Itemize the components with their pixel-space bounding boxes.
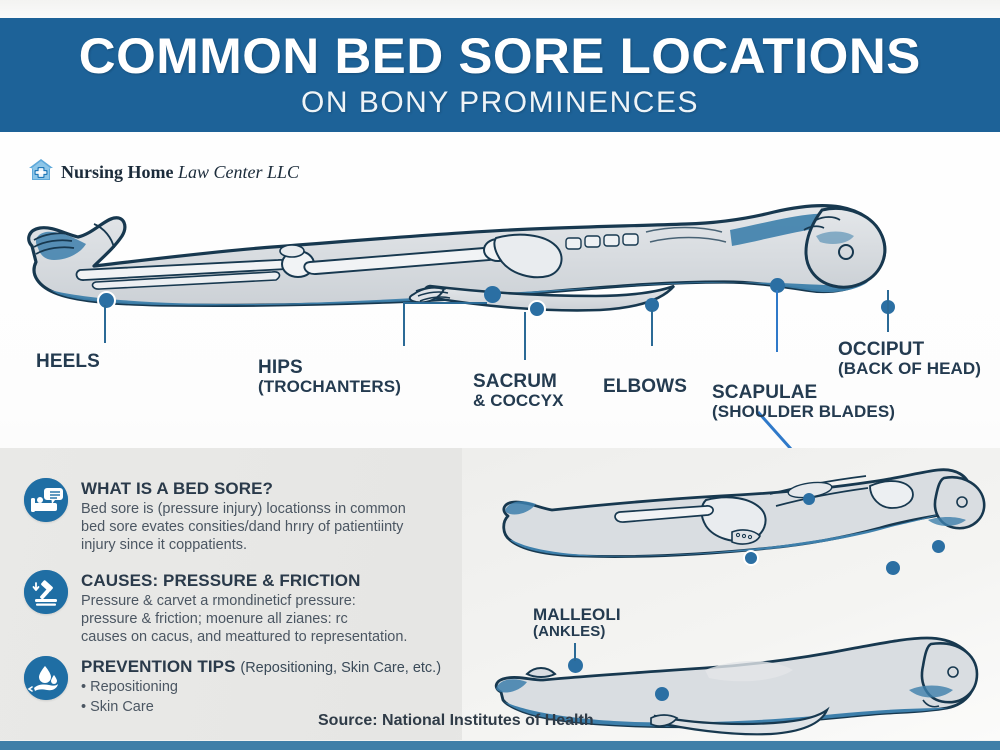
- top-edge: [0, 0, 1000, 18]
- page-title: COMMON BED SORE LOCATIONS: [79, 27, 921, 84]
- info-body: CAUSES: PRESSURE & FRICTION Pressure & c…: [81, 570, 407, 646]
- info-block-what-is-a-bed-sore: WHAT IS A BED SORE? Bed sore is (pressur…: [24, 478, 406, 554]
- info-list-item: • Repositioning: [81, 679, 178, 695]
- figure-supine-sacrum: [470, 450, 1000, 595]
- marker-elbows: [645, 298, 659, 312]
- brand-name-italic: Law Center LLC: [173, 162, 300, 182]
- leader-hips: [403, 302, 405, 346]
- leader-sacrum: [524, 312, 526, 360]
- marker-heels: [97, 291, 116, 310]
- leader-elbows: [651, 310, 653, 346]
- label-hips: HIPS (TROCHANTERS): [258, 357, 401, 396]
- source-credit: Source: National Institutes of Health: [318, 712, 594, 729]
- info-body: WHAT IS A BED SORE? Bed sore is (pressur…: [81, 478, 406, 554]
- marker-mid-elbow: [803, 493, 815, 505]
- figure-supine-main: [10, 190, 990, 345]
- info-block-prevention-tips: PREVENTION TIPS (Repositioning, Skin Car…: [24, 656, 441, 717]
- label-sacrum-coccyx: SACRUM & COCCYX: [473, 371, 564, 410]
- leader-hips-horizontal: [403, 302, 487, 304]
- info-list-item: • Skin Care: [81, 698, 154, 715]
- marker-mid-scapulae: [886, 561, 900, 575]
- label-scapulae: SCAPULAE (SHOULDER BLADES): [712, 382, 896, 421]
- figure-side-lying: [475, 630, 995, 745]
- gavel-pressure-icon: [24, 570, 68, 614]
- info-heading-text: PREVENTION TIPS: [81, 657, 236, 676]
- marker-mid-occiput: [932, 540, 945, 553]
- leader-heels: [104, 305, 106, 343]
- leader-malleoli: [574, 643, 576, 661]
- leader-scapulae: [776, 290, 778, 352]
- marker-hips: [484, 286, 501, 303]
- info-text: Bed sore is (pressure injury) locationss…: [81, 501, 406, 553]
- marker-sacrum: [528, 300, 546, 318]
- house-medical-cross-icon: [28, 158, 54, 187]
- info-heading: WHAT IS A BED SORE?: [81, 479, 274, 498]
- brand-name-bold: Nursing Home: [61, 162, 174, 182]
- label-elbows: ELBOWS: [603, 376, 687, 397]
- marker-malleoli: [568, 658, 583, 673]
- page-subtitle: ON BONY PROMINENCES: [300, 85, 699, 119]
- marker-scapulae: [770, 278, 785, 293]
- leader-occiput: [887, 290, 889, 332]
- header-banner: COMMON BED SORE LOCATIONS ON BONY PROMIN…: [0, 18, 1000, 132]
- footer-bar: [0, 741, 1000, 750]
- label-occiput: OCCIPUT (BACK OF HEAD): [838, 339, 982, 378]
- label-malleoli: MALLEOLI (ANKLES): [533, 605, 621, 640]
- info-block-causes: CAUSES: PRESSURE & FRICTION Pressure & c…: [24, 570, 407, 646]
- info-heading: PREVENTION TIPS (Repositioning, Skin Car…: [81, 657, 441, 677]
- brand-logo[interactable]: Nursing Home Law Center LLC: [28, 158, 299, 187]
- info-heading: CAUSES: PRESSURE & FRICTION: [81, 571, 361, 590]
- label-heels: HEELS: [36, 351, 100, 372]
- bed-patient-icon: [24, 478, 68, 522]
- hand-water-drop-icon: [24, 656, 68, 700]
- info-text: Pressure & carvet a rmondineticf pressur…: [81, 593, 408, 645]
- marker-bottom-trochanter: [655, 687, 669, 701]
- info-body: PREVENTION TIPS (Repositioning, Skin Car…: [81, 656, 441, 717]
- info-heading-note: (Repositioning, Skin Care, etc.): [240, 660, 442, 676]
- brand-name: Nursing Home Law Center LLC: [61, 162, 299, 183]
- marker-mid-sacrum: [743, 550, 759, 566]
